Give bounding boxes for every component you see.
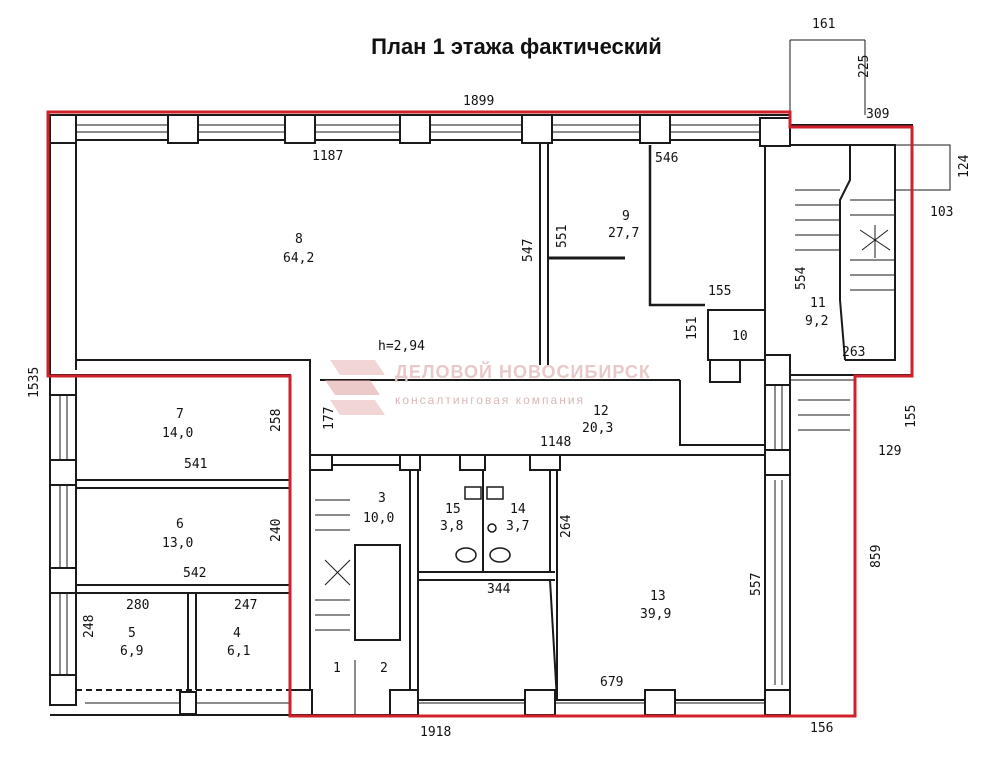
room-2: 2 — [380, 661, 388, 676]
room-3: 310,0 — [363, 491, 394, 526]
room-10: 10 — [732, 329, 748, 344]
room-label: 10 — [732, 329, 748, 344]
room-label: 14 — [510, 502, 526, 517]
wc-fixtures — [455, 486, 511, 563]
dim-177: 177 — [322, 407, 337, 430]
room-label: 8 — [295, 232, 303, 247]
highlight-outline — [46, 110, 914, 718]
room-label: 5 — [128, 626, 136, 641]
dim-546: 546 — [655, 151, 678, 166]
room-7: 714,0 — [162, 407, 193, 441]
room-label: 9 — [622, 209, 630, 224]
room-label: 3,7 — [506, 519, 529, 534]
room-label: 12 — [593, 404, 609, 419]
room-label: 9,2 — [805, 314, 828, 329]
room-11: 119,2 — [805, 296, 828, 329]
room-label: 3 — [378, 491, 386, 506]
dim-151: 151 — [685, 317, 700, 340]
dim-1918: 1918 — [420, 725, 451, 740]
room-6: 613,0 — [162, 517, 193, 551]
dim-554: 554 — [794, 266, 809, 290]
dim-161: 161 — [812, 17, 835, 32]
room-label: 13,0 — [162, 536, 193, 551]
room-12: 12 20,3 — [582, 404, 613, 436]
room-label: 6,1 — [227, 644, 250, 659]
dim-1148: 1148 — [540, 435, 571, 450]
watermark-line2: консалтинговая компания — [395, 393, 585, 407]
watermark-line1: ДЕЛОВОЙ НОВОСИБИРСК — [395, 361, 651, 382]
plan-title: План 1 этажа фактический — [371, 34, 662, 59]
dim-547: 547 — [521, 239, 536, 262]
dim-129: 129 — [878, 444, 901, 459]
dim-155-a: 155 — [708, 284, 731, 299]
dim-1899: 1899 — [463, 94, 494, 109]
dim-541: 541 — [184, 457, 207, 472]
room-5: 56,9 — [120, 626, 143, 659]
room-label: 64,2 — [283, 251, 314, 266]
room-label: 15 — [445, 502, 461, 517]
dim-225: 225 — [857, 55, 872, 78]
room-4: 46,1 — [227, 626, 250, 659]
room-label: 4 — [233, 626, 241, 641]
dim-124: 124 — [957, 154, 972, 178]
room-label: 11 — [810, 296, 826, 311]
room-label: 14,0 — [162, 426, 193, 441]
room-1: 1 — [333, 661, 341, 676]
dim-679: 679 — [600, 675, 623, 690]
dim-240: 240 — [269, 519, 284, 542]
room-label: 27,7 — [608, 226, 639, 241]
room-label: 13 — [650, 589, 666, 604]
dim-103: 103 — [930, 205, 953, 220]
dim-1535: 1535 — [27, 367, 42, 398]
room-label: 6 — [176, 517, 184, 532]
dim-557: 557 — [749, 573, 764, 596]
room-14: 143,7 — [506, 502, 529, 534]
dim-551: 551 — [555, 225, 570, 248]
dim-247: 247 — [234, 598, 257, 613]
dim-542: 542 — [183, 566, 206, 581]
watermark-logo — [325, 360, 385, 415]
dim-309: 309 — [866, 107, 889, 122]
room-label: 39,9 — [640, 607, 671, 622]
wall-room8-inner — [75, 115, 311, 370]
dim-156: 156 — [810, 721, 833, 736]
room-8: 864,2 — [283, 232, 314, 266]
room-label: 6,9 — [120, 644, 143, 659]
room-label: 20,3 — [582, 421, 613, 436]
dim-1187: 1187 — [312, 149, 343, 164]
room-9: 927,7 — [608, 209, 639, 241]
dim-344: 344 — [487, 582, 511, 597]
ceiling-height: h=2,94 — [378, 339, 425, 354]
dim-155-b: 155 — [904, 405, 919, 428]
room-label: 7 — [176, 407, 184, 422]
room-15: 153,8 — [440, 502, 463, 534]
dim-263: 263 — [842, 345, 865, 360]
dim-859: 859 — [869, 545, 884, 568]
room-label: 2 — [380, 661, 388, 676]
room-13: 13 39,9 — [640, 589, 671, 622]
dim-258: 258 — [269, 409, 284, 432]
room-label: 1 — [333, 661, 341, 676]
dim-280: 280 — [126, 598, 149, 613]
dim-248: 248 — [82, 615, 97, 638]
dim-264: 264 — [559, 514, 574, 538]
room-label: 3,8 — [440, 519, 463, 534]
room-label: 10,0 — [363, 511, 394, 526]
